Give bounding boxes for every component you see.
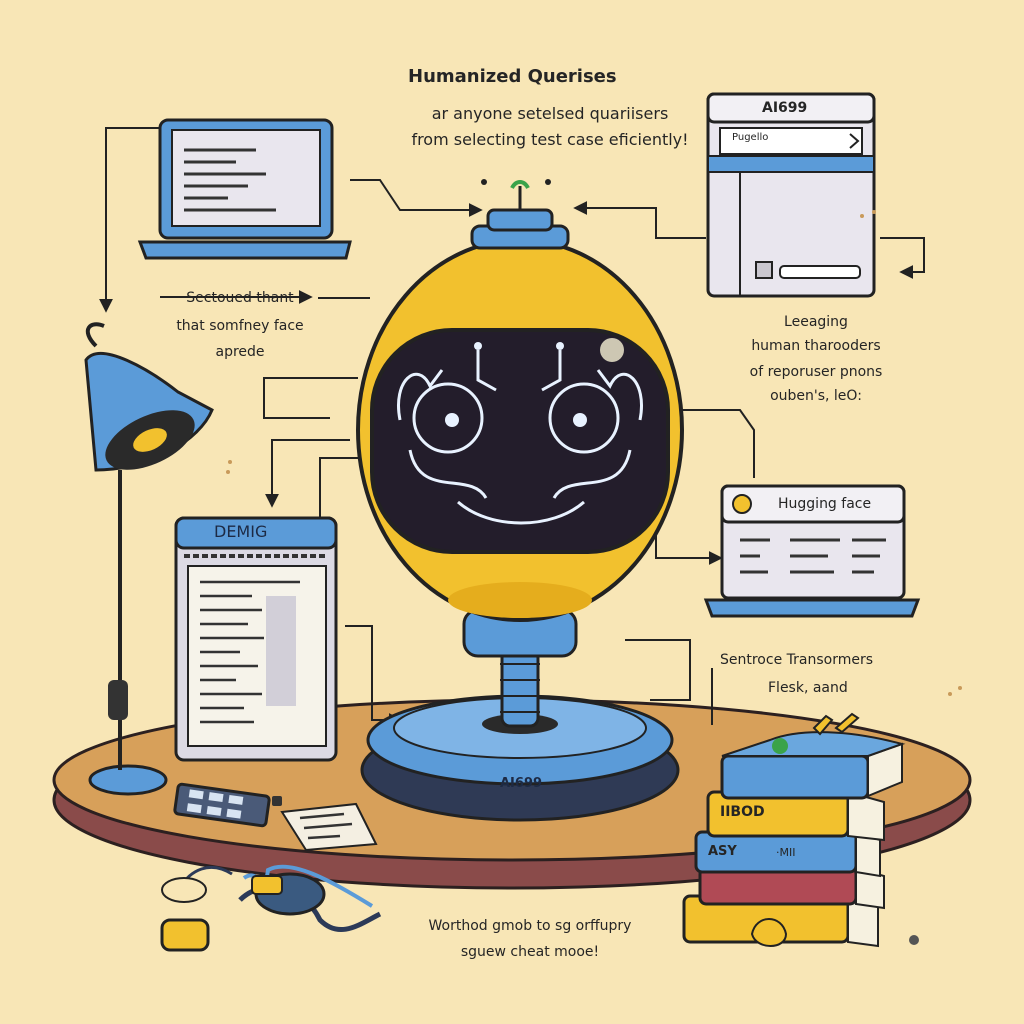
connector-arrow bbox=[265, 439, 350, 508]
book-stack bbox=[682, 712, 919, 948]
left-note-line-1: Sectoued thant bbox=[186, 290, 294, 306]
top-right-window-field: Pugello bbox=[732, 132, 769, 143]
connector-arrow bbox=[625, 639, 691, 701]
base-badge: AI699 bbox=[500, 776, 543, 791]
connector-arrow bbox=[350, 179, 483, 217]
left-note-line-3: aprede bbox=[215, 344, 265, 360]
right-note-line-4: ouben's, leO: bbox=[770, 388, 862, 404]
sparkles bbox=[226, 210, 962, 696]
connector-arrow bbox=[319, 457, 370, 520]
tools-note-line-1: Sentroce Transormers bbox=[720, 652, 874, 668]
desk-lamp bbox=[84, 322, 214, 796]
calculator bbox=[173, 782, 282, 828]
top-right-window-title: AI699 bbox=[762, 100, 808, 116]
left-note-line-2: that somfney face bbox=[176, 318, 304, 334]
book-spine-label: IIBOD bbox=[720, 804, 765, 820]
connector-arrow bbox=[263, 377, 358, 419]
hugging-face-window-title: Hugging face bbox=[778, 496, 872, 512]
cables bbox=[160, 864, 382, 952]
footer-line-2: sguew cheat mooe! bbox=[460, 944, 600, 960]
paper-note bbox=[280, 802, 378, 852]
right-note-line-3: of reporuser pnons bbox=[749, 364, 883, 380]
connector-arrow bbox=[99, 127, 160, 313]
connector-arrow bbox=[880, 237, 925, 279]
demo-document bbox=[174, 516, 338, 762]
right-note-line-2: human tharooders bbox=[751, 338, 881, 354]
intro-line-2: from selecting test case eficiently! bbox=[411, 130, 689, 149]
robot-assistant bbox=[356, 179, 684, 822]
footer-line-1: Worthod gmob to sg orffupry bbox=[428, 918, 632, 934]
book-spine-label: ·MII bbox=[776, 846, 796, 859]
connector-arrow bbox=[640, 409, 755, 478]
book-spine-label: ASY bbox=[708, 844, 737, 859]
right-note-line-1: Leeaging bbox=[784, 314, 848, 330]
intro-line-1: ar anyone setelsed quariisers bbox=[431, 104, 669, 123]
demo-document-title: DEMIG bbox=[214, 522, 268, 541]
diagram-title: Humanized Querises bbox=[408, 66, 617, 87]
window-top-right bbox=[706, 92, 876, 298]
tools-note-line-2: Flesk, aand bbox=[768, 680, 848, 696]
laptop-top-left bbox=[137, 118, 352, 260]
hugging-face-laptop bbox=[703, 484, 921, 618]
connector-arrow bbox=[573, 201, 706, 239]
